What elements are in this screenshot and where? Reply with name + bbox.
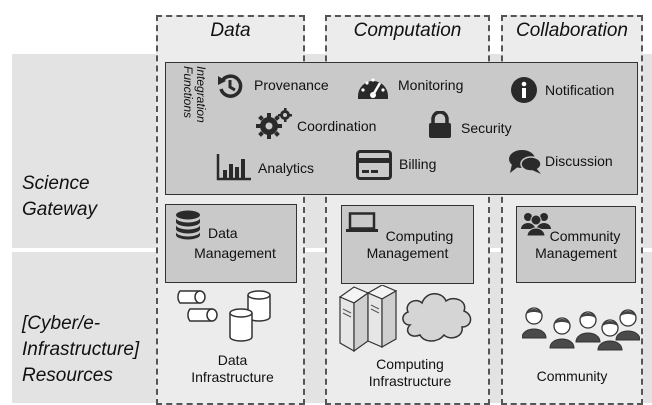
database-icon	[175, 210, 201, 240]
computing-infrastructure-line: Computing	[376, 356, 444, 372]
computing-management-box	[341, 205, 474, 284]
servers-cloud-icon	[338, 285, 478, 355]
people-icon	[522, 302, 640, 352]
gears-icon	[256, 108, 292, 140]
data-management-line: Management	[194, 245, 276, 261]
security-label: Security	[461, 120, 512, 136]
community-management-line: Community	[549, 228, 621, 244]
discussion-label: Discussion	[545, 153, 613, 169]
integration-title-line: Functions	[181, 66, 195, 119]
computing-infrastructure-label: Computing Infrastructure	[335, 356, 485, 390]
computing-management-line: Management	[366, 245, 449, 261]
data-infrastructure-line: Infrastructure	[191, 369, 274, 385]
coordination-label: Coordination	[297, 118, 377, 134]
notification-label: Notification	[545, 82, 615, 98]
data-management-label: Data Management	[180, 225, 290, 262]
community-label: Community	[536, 368, 608, 384]
info-icon	[510, 76, 538, 104]
row-label-line: Infrastructure]	[22, 339, 140, 360]
history-icon	[216, 72, 244, 100]
row-label-line: Resources	[22, 365, 113, 386]
laptop-icon	[345, 212, 379, 234]
integration-functions-title: Integration Functions	[181, 66, 208, 123]
data-infrastructure-line: Data	[217, 352, 248, 368]
monitoring-label: Monitoring	[398, 77, 464, 93]
lock-icon	[428, 111, 452, 139]
gauge-icon	[356, 74, 390, 100]
storage-cylinders-icon	[172, 289, 284, 345]
row-label-line: [Cyber/e-	[22, 313, 101, 334]
data-infrastructure-label: Data Infrastructure	[160, 352, 305, 386]
integration-title-line: Integration	[194, 66, 208, 123]
billing-label: Billing	[399, 156, 437, 172]
computing-management-line: Computing	[385, 228, 454, 244]
group-icon	[521, 210, 551, 236]
community-management-label: Community Management	[516, 228, 636, 262]
column-title-collaboration: Collaboration	[516, 20, 628, 41]
computing-management-label: Computing Management	[341, 228, 474, 262]
bar-chart-icon	[216, 153, 252, 181]
community-management-line: Management	[535, 245, 617, 261]
row-label-resources: [Cyber/e- Infrastructure] Resources	[22, 311, 139, 389]
analytics-label: Analytics	[258, 160, 315, 176]
row-label-line: Gateway	[22, 199, 97, 220]
chat-bubbles-icon	[508, 148, 542, 176]
data-management-line: Data	[208, 225, 238, 241]
provenance-label: Provenance	[254, 77, 329, 93]
row-label-science-gateway: Science Gateway	[22, 171, 97, 223]
row-label-line: Science	[22, 173, 90, 194]
column-title-data: Data	[210, 20, 251, 41]
computing-infrastructure-line: Infrastructure	[368, 373, 452, 389]
credit-card-icon	[356, 150, 392, 180]
column-title-computation: Computation	[353, 20, 462, 41]
